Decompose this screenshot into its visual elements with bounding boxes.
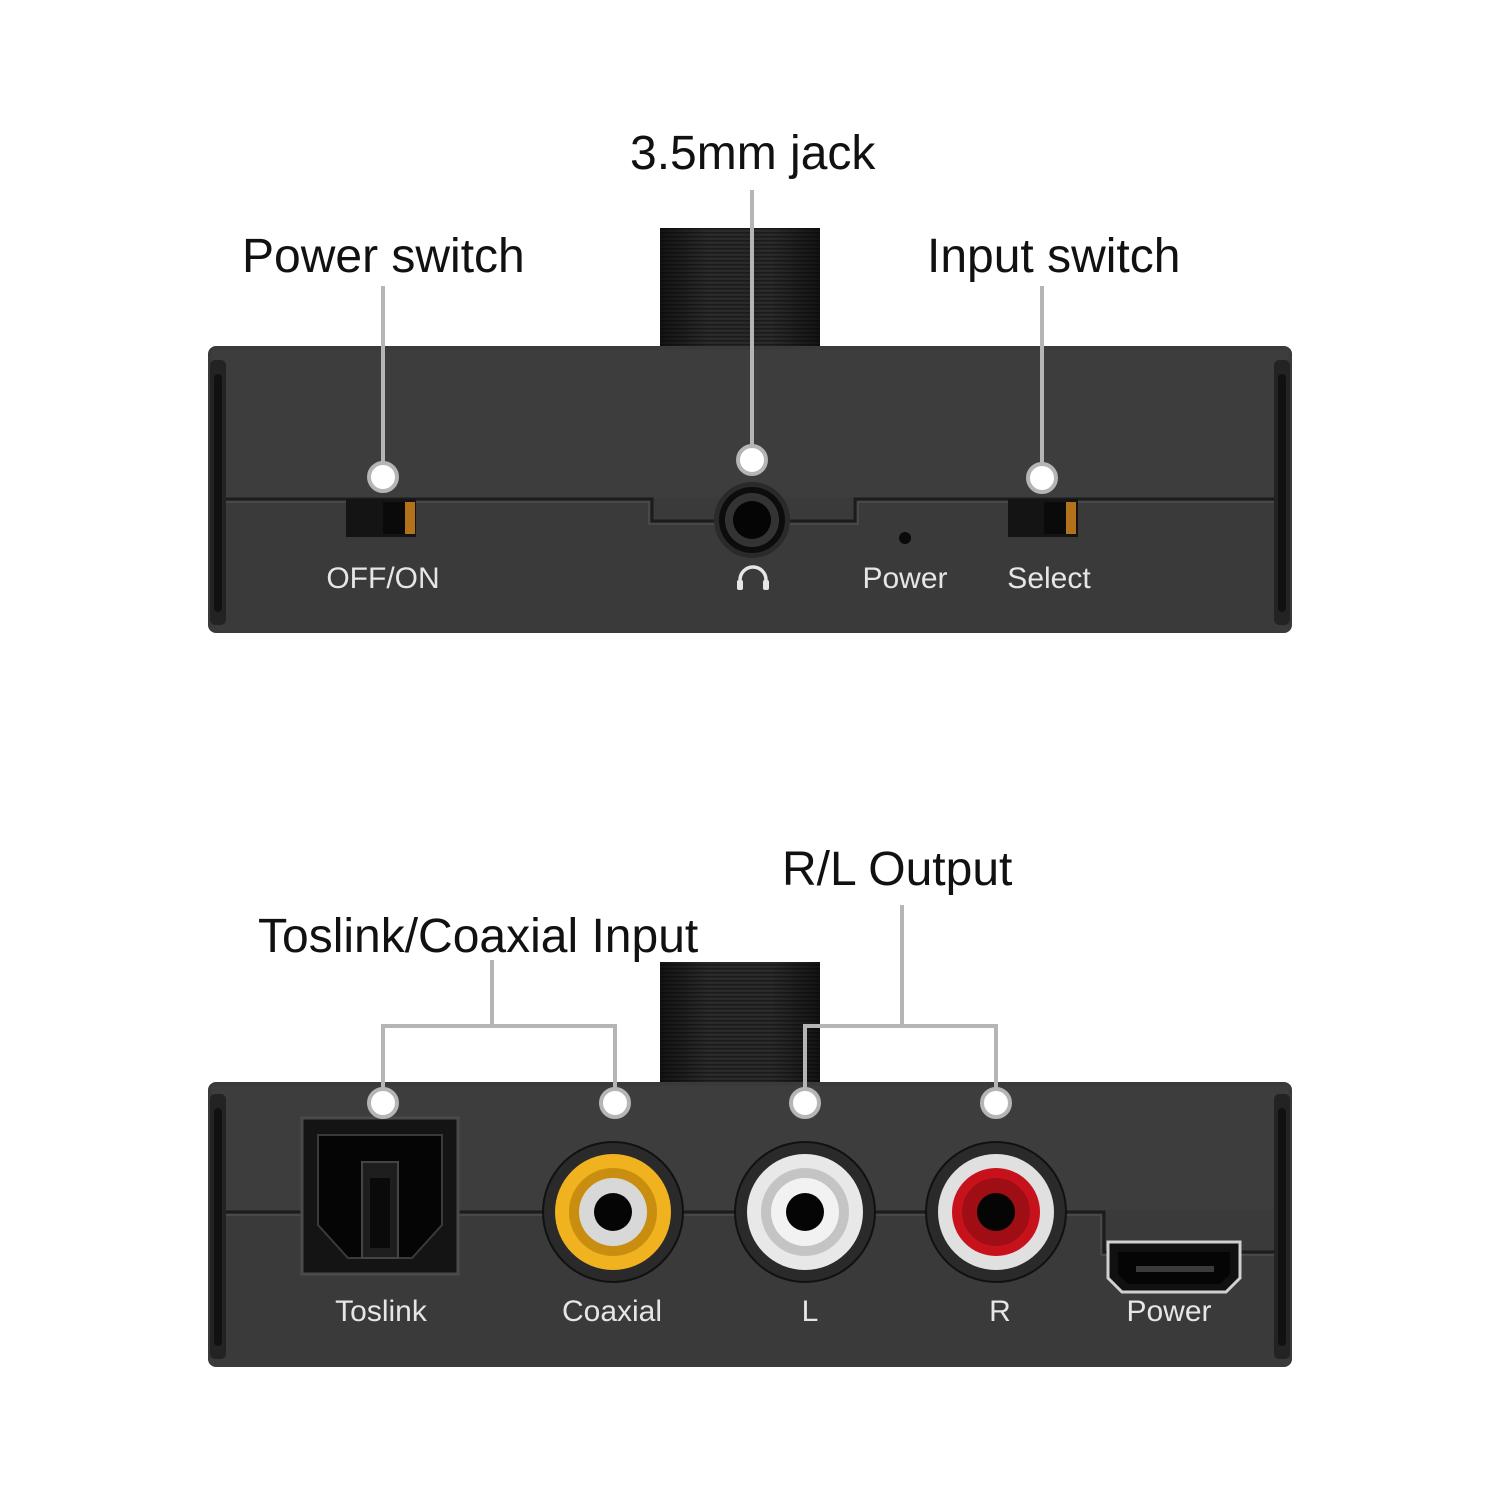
coaxial-port[interactable] bbox=[542, 1141, 684, 1283]
right-label: R bbox=[989, 1295, 1011, 1328]
top-leader-lines bbox=[367, 190, 1058, 494]
select-label: Select bbox=[1007, 562, 1091, 595]
power-led-label: Power bbox=[862, 562, 948, 595]
left-output-port[interactable] bbox=[734, 1141, 876, 1283]
coaxial-label: Coaxial bbox=[561, 1295, 663, 1328]
top-panel bbox=[208, 190, 1292, 633]
headphone-icon bbox=[737, 565, 769, 590]
volume-knob-bottom bbox=[660, 962, 820, 1086]
right-output-port[interactable] bbox=[925, 1141, 1067, 1283]
bottom-panel bbox=[208, 905, 1292, 1367]
headphone-jack[interactable] bbox=[714, 482, 790, 558]
power-switch[interactable] bbox=[346, 499, 416, 537]
power-port[interactable] bbox=[1106, 1240, 1242, 1294]
off-on-label: OFF/ON bbox=[326, 562, 440, 595]
volume-knob-top bbox=[660, 228, 820, 350]
input-callout: Toslink/Coaxial Input bbox=[258, 910, 699, 963]
power-switch-callout: Power switch bbox=[242, 230, 525, 283]
bottom-leader-lines bbox=[367, 905, 1012, 1119]
toslink-label: Toslink bbox=[335, 1295, 427, 1328]
power-led bbox=[899, 532, 911, 544]
output-callout: R/L Output bbox=[782, 843, 1013, 896]
toslink-port[interactable] bbox=[300, 1116, 460, 1276]
input-switch-callout: Input switch bbox=[927, 230, 1181, 283]
jack-callout: 3.5mm jack bbox=[630, 127, 876, 180]
left-label: L bbox=[801, 1295, 819, 1328]
select-switch[interactable] bbox=[1008, 499, 1078, 537]
power-port-label: Power bbox=[1126, 1295, 1212, 1328]
